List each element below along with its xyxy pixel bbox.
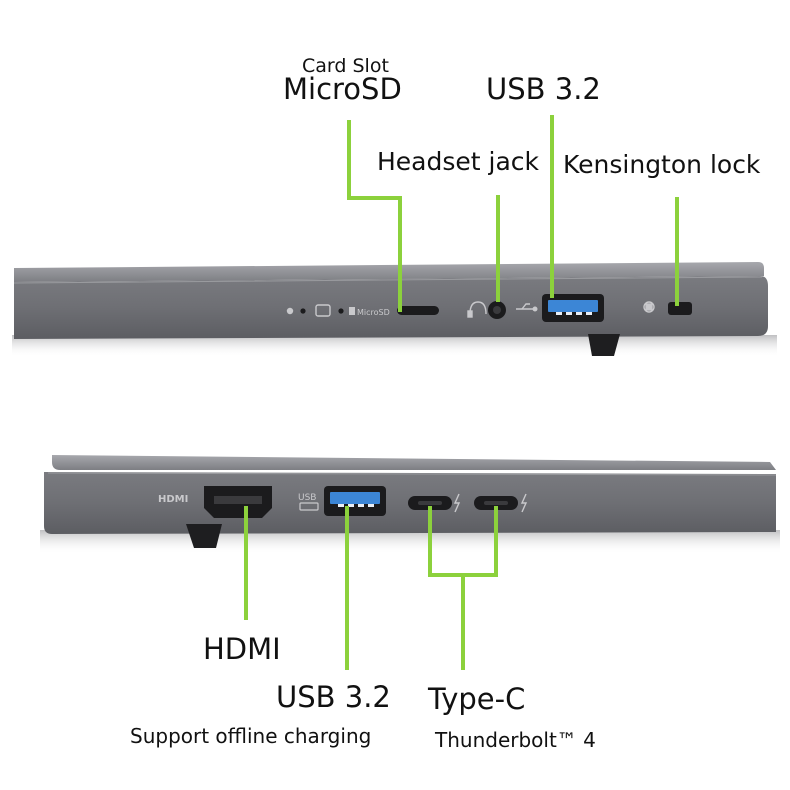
kensington-label: Kensington lock xyxy=(563,150,761,179)
hdmi-chassis-mark: HDMI xyxy=(158,494,188,505)
power-light-icon xyxy=(286,307,294,315)
power-led xyxy=(300,308,306,314)
thunderbolt-icon-2 xyxy=(520,493,528,513)
headset-label: Headset jack xyxy=(377,147,540,176)
bottom-shadow xyxy=(40,530,780,554)
laptop-left-side: HDMI USB xyxy=(40,455,780,554)
charging-icon xyxy=(299,502,319,511)
leader-lines xyxy=(244,115,679,670)
microsd-chassis-mark: MicroSD xyxy=(357,308,390,317)
status-indicators xyxy=(286,304,355,317)
typec-leader xyxy=(428,506,498,670)
usb-chassis-mark: USB xyxy=(298,493,316,503)
microsd-slot xyxy=(397,306,439,315)
top-shadow xyxy=(12,335,777,357)
thunderbolt-icon-1 xyxy=(453,493,461,513)
top-foot xyxy=(588,334,620,356)
battery-icon xyxy=(315,304,331,317)
kensington-slot xyxy=(668,302,692,315)
usb-bottom-label: USB 3.2 xyxy=(276,680,391,714)
card-slot-label: Card Slot xyxy=(302,55,389,77)
lock-icon xyxy=(643,301,655,313)
usb-bottom-sublabel: Support offline charging xyxy=(130,724,372,748)
top-lid xyxy=(14,262,764,282)
bottom-foot xyxy=(186,524,222,548)
usb-symbol-icon xyxy=(516,303,538,312)
usb-top-label: USB 3.2 xyxy=(486,72,601,106)
bottom-lid xyxy=(52,455,776,470)
battery-led xyxy=(338,308,344,314)
typec-label: Type-C xyxy=(428,682,526,716)
microsd-leader xyxy=(347,120,402,312)
microsd-label: MicroSD xyxy=(283,72,402,106)
typec-sublabel: Thunderbolt™ 4 xyxy=(435,728,596,752)
headset-icon xyxy=(467,301,487,318)
laptop-right-side: MicroSD xyxy=(12,262,777,357)
top-base xyxy=(14,276,768,339)
sd-card-icon xyxy=(349,307,355,315)
hdmi-label: HDMI xyxy=(203,632,281,666)
